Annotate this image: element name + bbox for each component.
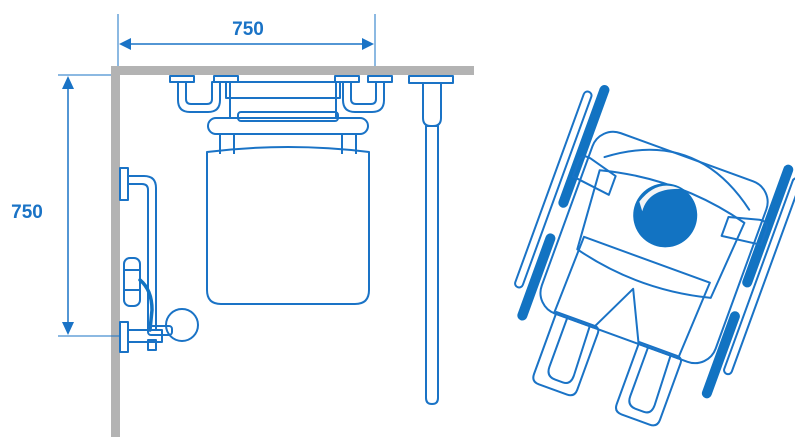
torso <box>576 169 746 299</box>
shower-seat-assembly <box>169 75 393 305</box>
seat-back-rail <box>207 117 369 135</box>
shower-seat <box>206 146 370 305</box>
arm-right <box>720 216 768 246</box>
legs <box>553 235 711 360</box>
dimension-horizontal: 750 <box>117 14 376 66</box>
wheelchair-user <box>514 84 795 427</box>
seat-back-inner <box>237 111 339 122</box>
riser-top-bracket <box>408 75 454 84</box>
riser-head <box>422 82 442 127</box>
grab-rail-bracket-top <box>119 167 129 201</box>
support-arm-left <box>177 81 221 113</box>
top-wall <box>111 66 474 75</box>
hand-shower-handle <box>147 325 173 336</box>
dimension-vertical: 750 <box>11 74 120 337</box>
grab-rail-bracket-bottom <box>119 321 129 353</box>
head <box>633 183 698 248</box>
dim-v-arrow-bottom <box>62 322 74 335</box>
wheel-right-tyre-bottom <box>701 311 740 399</box>
support-arm-right <box>342 81 385 113</box>
wheelchair-backrest <box>603 148 751 211</box>
hinge-bar <box>225 81 341 99</box>
riser-pole <box>425 125 439 405</box>
head-highlight <box>639 185 681 212</box>
shower-hose <box>138 278 154 332</box>
foot-right <box>628 346 672 414</box>
shower-riser-rail <box>408 75 454 405</box>
foot-left <box>547 316 591 385</box>
walls <box>111 66 474 437</box>
footrest-left <box>532 311 600 397</box>
footrest-right <box>614 341 683 427</box>
wall-grab-rail <box>119 167 199 353</box>
dim-h-arrow-right <box>362 38 374 50</box>
mixer-body <box>123 257 141 307</box>
wheel-left-tyre-top <box>558 84 610 208</box>
wheel-left-tyre-bottom <box>517 233 556 321</box>
wheel-left-outline <box>514 90 593 289</box>
wheel-right-outline <box>723 177 795 376</box>
dim-h-label: 750 <box>232 19 264 40</box>
hand-shower-clip <box>147 339 157 351</box>
hand-shower-head <box>165 308 199 342</box>
dim-v-arrow-top <box>62 76 74 89</box>
dim-h-arrow-left <box>119 38 131 50</box>
left-wall <box>111 66 120 437</box>
arm-left <box>571 155 617 196</box>
dim-v-label: 750 <box>11 202 43 223</box>
